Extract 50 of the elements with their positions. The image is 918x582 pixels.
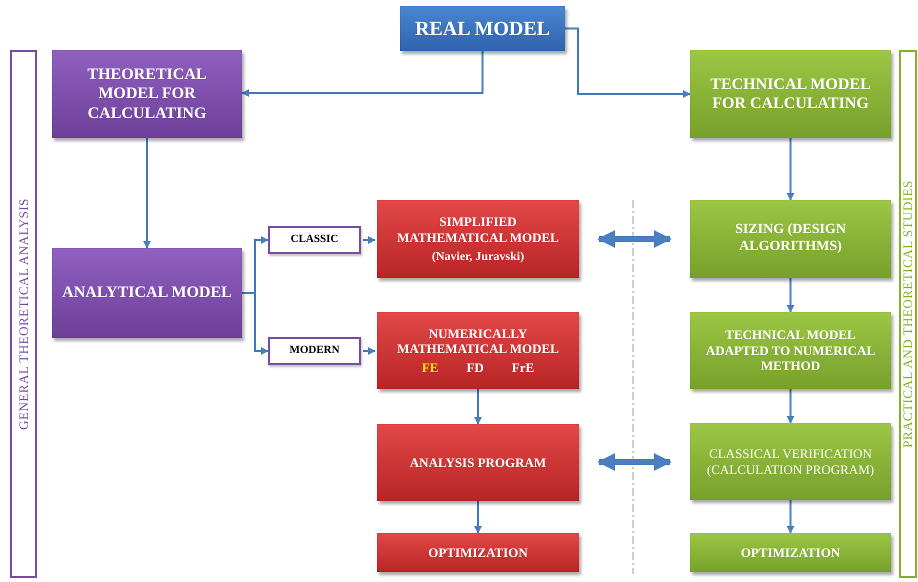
process-box bbox=[400, 6, 565, 51]
branch-box bbox=[268, 337, 361, 365]
box-label: ANALYSIS PROGRAM bbox=[410, 454, 546, 470]
box-label: NUMERICALLY MATHEMATICAL MODEL bbox=[396, 326, 560, 357]
process-box bbox=[52, 248, 242, 338]
arrow bbox=[786, 278, 794, 313]
box-label: ANALYTICAL MODEL bbox=[62, 283, 232, 303]
process-box bbox=[377, 424, 579, 501]
arrow bbox=[143, 138, 151, 249]
arrow bbox=[363, 347, 376, 355]
box-label: OPTIMIZATION bbox=[428, 544, 528, 560]
box-label: TECHNICAL MODEL FOR CALCULATING bbox=[709, 74, 872, 114]
box-label: SIMPLIFIED MATHEMATICAL MODEL bbox=[396, 214, 560, 246]
side-panel bbox=[10, 50, 37, 578]
arrow bbox=[786, 500, 794, 534]
process-box bbox=[690, 200, 891, 278]
arrow bbox=[786, 138, 794, 201]
box-label: TECHNICAL MODEL ADAPTED TO NUMERICAL METHOD bbox=[704, 327, 876, 374]
arrow bbox=[474, 501, 482, 534]
box-label: OPTIMIZATION bbox=[740, 544, 840, 560]
process-box bbox=[690, 50, 891, 138]
method-abbreviation: FD bbox=[466, 360, 484, 376]
process-box bbox=[690, 533, 891, 572]
side-panel bbox=[899, 50, 917, 578]
double-arrow bbox=[597, 453, 672, 471]
branch-label: MODERN bbox=[289, 344, 340, 358]
panel-label: PRACTICAL AND THEORETICAL STUDIES bbox=[900, 180, 916, 448]
process-box bbox=[377, 533, 579, 572]
arrow bbox=[363, 236, 376, 244]
process-box bbox=[690, 312, 891, 389]
box-label: CLASSICAL VERIFICATION (CALCULATION PROGRAM) bbox=[706, 446, 876, 478]
method-abbreviation: FE bbox=[422, 360, 438, 376]
process-box bbox=[377, 312, 579, 389]
panel-label: GENERAL THEORETICAL ANALYSIS bbox=[16, 198, 32, 430]
arrow bbox=[565, 28, 691, 98]
arrow bbox=[474, 389, 482, 425]
branch-label: CLASSIC bbox=[290, 233, 338, 247]
box-label: (Navier, Juravski) bbox=[432, 249, 524, 264]
process-box bbox=[377, 200, 579, 278]
box-label: SIZING (DESIGN ALGORITHMS) bbox=[734, 222, 847, 256]
method-abbreviation: FrE bbox=[512, 360, 534, 376]
double-arrow bbox=[597, 230, 672, 248]
arrow bbox=[241, 51, 484, 97]
process-box bbox=[690, 423, 891, 500]
branch-box bbox=[268, 226, 361, 254]
box-label: REAL MODEL bbox=[414, 16, 550, 40]
box-label: THEORETICAL MODEL FOR CALCULATING bbox=[86, 65, 208, 123]
process-box bbox=[52, 50, 242, 138]
arrow bbox=[242, 292, 269, 355]
arrow bbox=[786, 389, 794, 424]
